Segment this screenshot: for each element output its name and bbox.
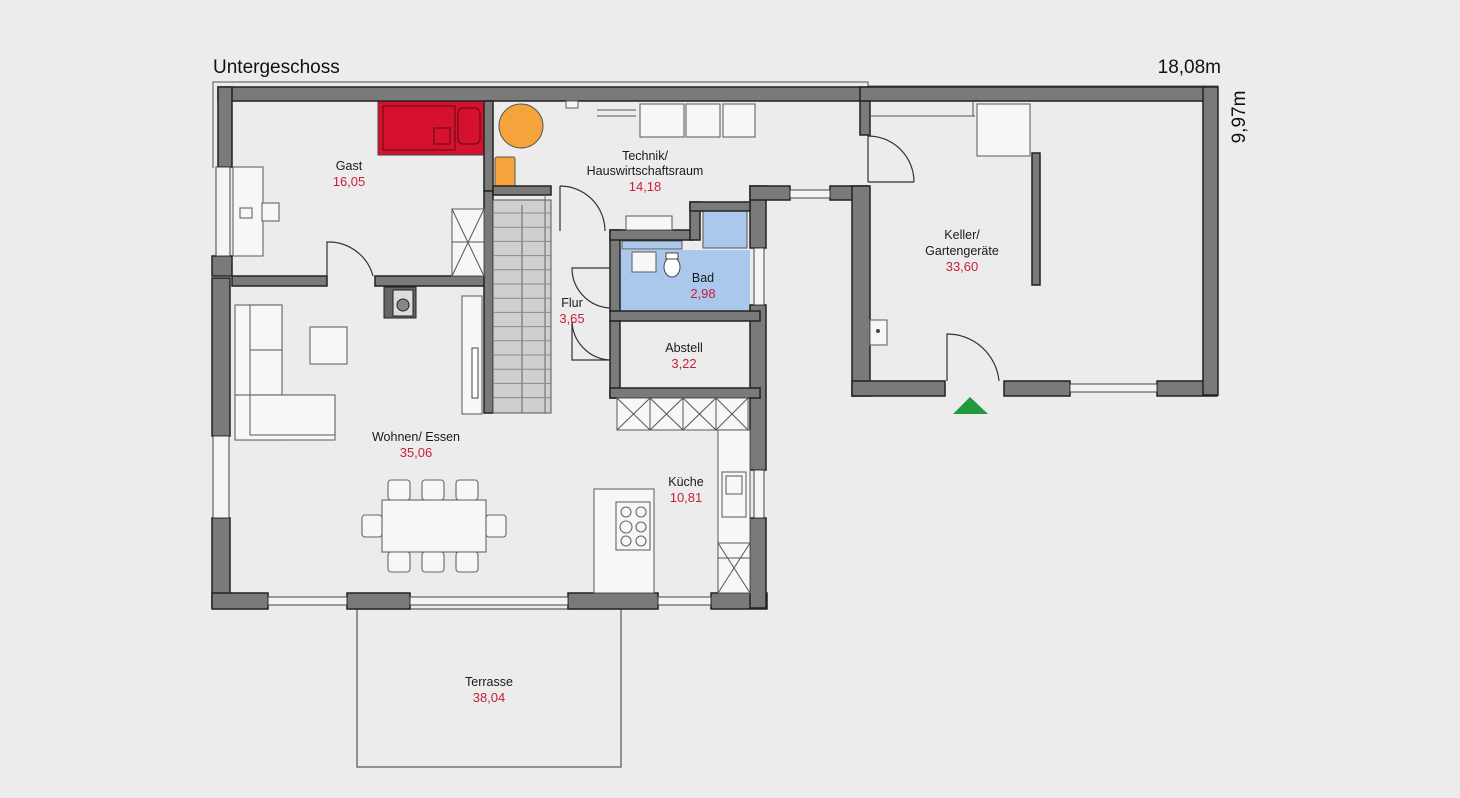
doors: [326, 101, 1000, 382]
terrace-outline: [356, 608, 622, 768]
room-abstell: Abstell 3,22: [665, 341, 703, 371]
room-name-line2: Gartengeräte: [925, 244, 999, 258]
room-gast: Gast 16,05: [333, 159, 366, 189]
room-area: 38,04: [473, 690, 506, 705]
room-area: 14,18: [629, 179, 662, 194]
dining-table: [361, 479, 507, 573]
sofa: [234, 304, 336, 441]
staircase: [492, 195, 552, 414]
room-flur: Flur 3,65: [559, 296, 584, 326]
gast-desk: [232, 166, 485, 277]
room-terrasse: Terrasse 38,04: [465, 675, 513, 705]
washing-machine: [383, 286, 417, 319]
room-area: 2,98: [690, 286, 715, 301]
room-area: 33,60: [946, 259, 979, 274]
bed: [377, 100, 485, 156]
room-name: Küche: [668, 475, 703, 489]
coffee-table: [309, 326, 348, 365]
room-area: 16,05: [333, 174, 366, 189]
room-wohnen: Wohnen/ Essen 35,06: [372, 430, 460, 460]
floor-title: Untergeschoss: [213, 57, 340, 78]
shower: [702, 210, 748, 249]
room-name: Terrasse: [465, 675, 513, 689]
room-area: 35,06: [400, 445, 433, 460]
entrance-marker: [953, 397, 988, 414]
room-name: Wohnen/ Essen: [372, 430, 460, 444]
room-area: 10,81: [670, 490, 703, 505]
depth-dimension: 9,97m: [1229, 91, 1250, 144]
room-name-line1: Keller/: [944, 228, 980, 242]
tv-sideboard: [461, 295, 483, 415]
room-keller: Keller/ Gartengeräte 33,60: [925, 228, 999, 274]
room-name-line1: Technik/: [622, 149, 668, 163]
keller-fixtures: [869, 103, 1031, 346]
room-area: 3,22: [671, 356, 696, 371]
heating-unit: [494, 103, 544, 188]
bathroom-fixtures: [631, 251, 681, 278]
room-name: Abstell: [665, 341, 703, 355]
windows: [212, 166, 1158, 606]
width-dimension: 18,08m: [1158, 57, 1221, 78]
bath-counter: [621, 240, 683, 250]
room-name-line2: Hauswirtschaftsraum: [587, 164, 704, 178]
kitchen-fixtures: [593, 397, 751, 594]
room-area: 3,65: [559, 311, 584, 326]
room-bad: Bad 2,98: [690, 271, 715, 301]
walls: [211, 86, 1219, 610]
room-name: Bad: [692, 271, 714, 285]
room-name: Flur: [561, 296, 583, 310]
room-kueche: Küche 10,81: [668, 475, 703, 505]
room-name: Gast: [336, 159, 363, 173]
technik-fixtures: [565, 100, 756, 231]
stair-steps: [493, 212, 551, 399]
room-technik: Technik/ Hauswirtschaftsraum 14,18: [587, 149, 704, 194]
